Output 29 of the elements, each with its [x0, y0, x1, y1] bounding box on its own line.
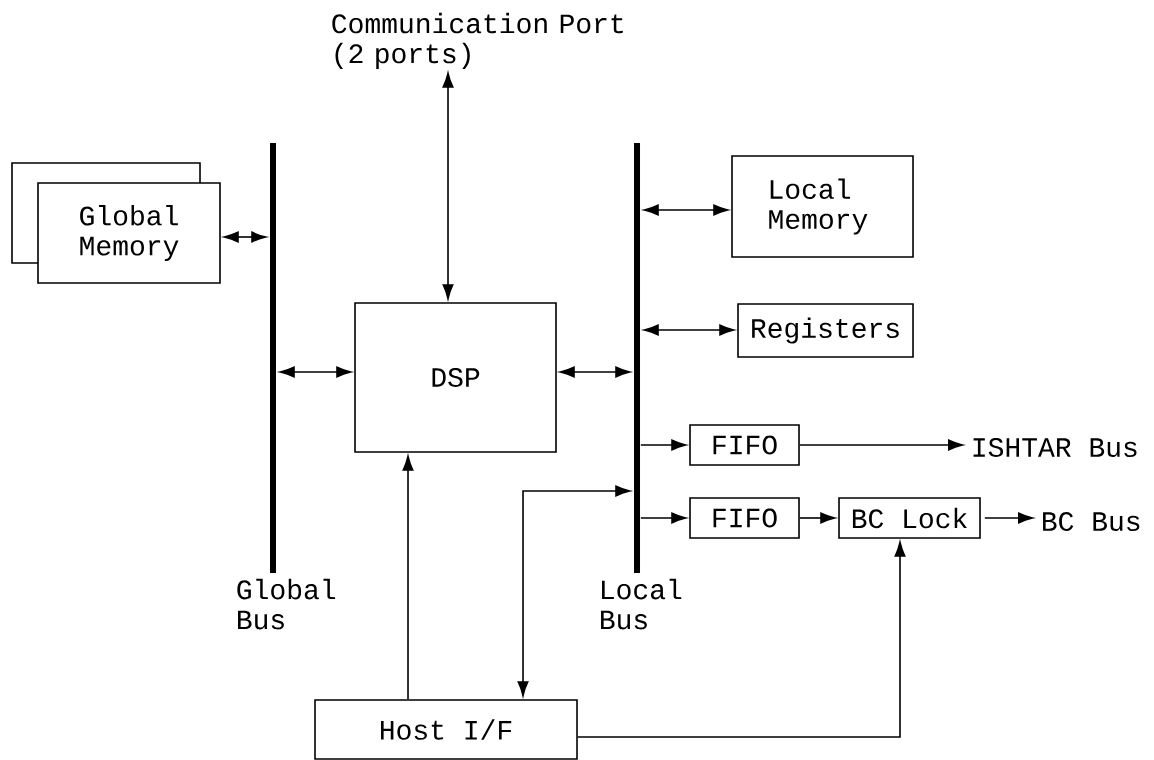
- bus-label: ISHTAR Bus: [973, 438, 1137, 457]
- arrow: [517, 485, 631, 697]
- arrow: [799, 439, 964, 451]
- arrow: [643, 204, 729, 216]
- arrow: [442, 72, 454, 300]
- block-box: DSP: [354, 302, 557, 453]
- arrow: [799, 512, 836, 524]
- block-box: Registers: [737, 303, 914, 358]
- arrow: [984, 512, 1034, 524]
- bus-label: Global Bus: [237, 578, 336, 630]
- arrow: [577, 541, 906, 738]
- arrow: [640, 512, 687, 524]
- fifo-box: FIFO: [689, 424, 800, 466]
- arrow: [402, 455, 414, 700]
- stacked-memory-box: Global Memory: [11, 162, 221, 284]
- fifo-box: FIFO: [689, 497, 800, 539]
- port-label: Communication Port (2 ports): [332, 12, 623, 69]
- block-box: Host I/F: [314, 699, 578, 760]
- lock-box: BC Lock: [838, 497, 981, 539]
- arrow: [223, 231, 267, 243]
- arrow: [640, 439, 687, 451]
- bus-bar: [270, 143, 276, 573]
- arrow: [643, 324, 735, 336]
- arrow: [559, 366, 631, 378]
- bus-label: BC Bus: [1043, 512, 1140, 531]
- block-box: Local Memory: [731, 155, 914, 258]
- bus-label: Local Bus: [601, 578, 682, 630]
- arrow: [279, 366, 352, 378]
- bus-bar: [634, 143, 640, 573]
